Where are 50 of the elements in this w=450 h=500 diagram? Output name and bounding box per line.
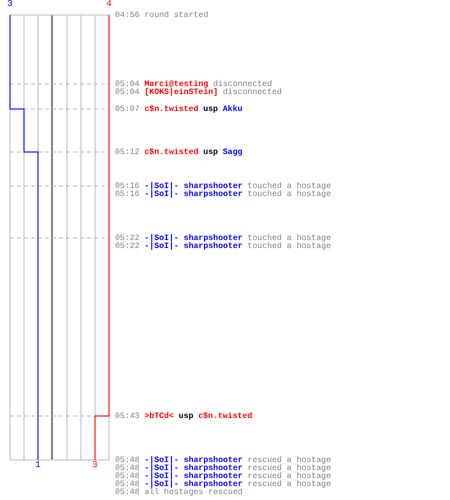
- player-name: Akku: [222, 105, 242, 114]
- player-name: -|SoI|- sharpshooter: [144, 456, 243, 465]
- player-name: -|SoI|- sharpshooter: [144, 234, 243, 243]
- player-name: -|SoI|- sharpshooter: [144, 190, 243, 199]
- timestamp: 05:48: [115, 488, 140, 497]
- weapon-name: usp: [178, 412, 194, 421]
- event-text: rescued a hostage: [247, 480, 331, 489]
- event-text: round started: [144, 11, 208, 20]
- weapon-name: usp: [203, 148, 218, 157]
- player-name: Marci@testing: [144, 80, 208, 89]
- player-name: -|SoI|- sharpshooter: [144, 472, 243, 481]
- player-name: -|SoI|- sharpshooter: [144, 182, 243, 191]
- timestamp: 05:48: [115, 456, 140, 465]
- event-text: touched a hostage: [247, 234, 331, 243]
- timestamp: 05:22: [115, 234, 140, 243]
- count-number: 3: [92, 461, 98, 470]
- timestamp: 05:16: [115, 190, 140, 199]
- timestamp: 04:56: [115, 11, 140, 20]
- player-name: c$n.twisted: [198, 412, 252, 421]
- count-number: 1: [35, 461, 41, 470]
- count-number: 3: [7, 0, 13, 9]
- timestamp: 05:04: [115, 88, 140, 97]
- timestamp: 05:04: [115, 80, 140, 89]
- event-text: touched a hostage: [247, 182, 331, 191]
- player-name: >bTCd<: [144, 412, 174, 421]
- player-name: c$n.twisted: [144, 105, 198, 114]
- timestamp: 05:22: [115, 242, 140, 251]
- event-text: rescued a hostage: [247, 472, 331, 481]
- timestamp: 05:48: [115, 480, 140, 489]
- event-text: touched a hostage: [247, 190, 331, 199]
- timestamp: 05:43: [115, 412, 140, 421]
- event-text: rescued a hostage: [247, 456, 331, 465]
- player-name: -|SoI|- sharpshooter: [144, 480, 243, 489]
- event-text: touched a hostage: [247, 242, 331, 251]
- timestamp: 05:48: [115, 464, 140, 473]
- timestamp: 05:07: [115, 105, 140, 114]
- player-name: -|SoI|- sharpshooter: [144, 464, 243, 473]
- count-number: 4: [106, 0, 112, 9]
- timestamp: 05:16: [115, 182, 140, 191]
- player-name: [KOKS|einSTein]: [144, 88, 218, 97]
- weapon-name: usp: [203, 105, 218, 114]
- timestamp: 05:48: [115, 472, 140, 481]
- event-text: rescued a hostage: [247, 464, 331, 473]
- timestamp: 05:12: [115, 148, 140, 157]
- event-text: all hostages rescued: [144, 488, 243, 497]
- event-text: disconnected: [213, 80, 272, 89]
- player-name: c$n.twisted: [144, 148, 198, 157]
- event-text: disconnected: [222, 88, 282, 97]
- player-name: -|SoI|- sharpshooter: [144, 242, 243, 251]
- player-name: Sagg: [222, 148, 242, 157]
